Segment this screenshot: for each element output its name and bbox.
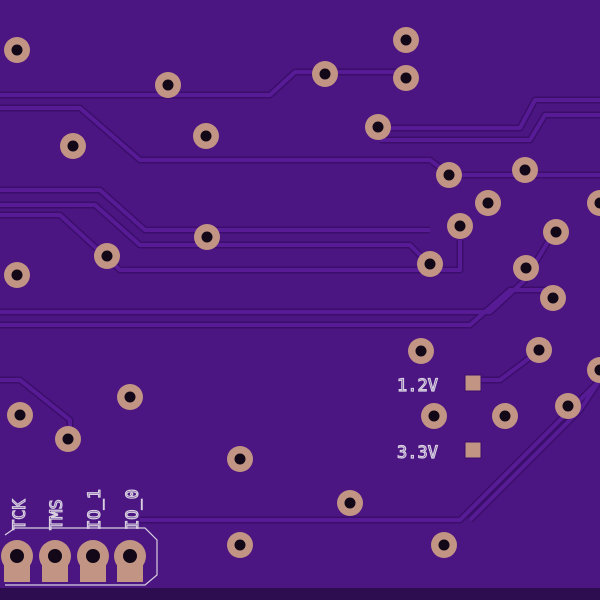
via — [587, 357, 600, 383]
via-hole — [415, 345, 427, 357]
via-hole — [400, 72, 412, 84]
via-hole — [443, 169, 455, 181]
via-hole — [519, 164, 531, 176]
via-hole — [344, 497, 356, 509]
via-hole — [533, 344, 545, 356]
via-hole — [67, 140, 79, 152]
via-hole — [319, 68, 331, 80]
via-hole — [547, 292, 559, 304]
via-hole — [11, 44, 23, 56]
pin-label-io0: IO_0 — [123, 489, 143, 530]
via-hole — [482, 197, 494, 209]
board-edge — [0, 588, 600, 600]
via-hole — [162, 79, 174, 91]
label-3v3: 3.3V — [397, 443, 438, 463]
pin-label-tck: TCK — [10, 499, 30, 530]
pin-label-tms: TMS — [47, 499, 67, 530]
via-hole — [201, 231, 213, 243]
header-hole — [86, 549, 100, 563]
via-hole — [424, 258, 436, 270]
pin-label-io1: IO_1 — [85, 489, 105, 530]
smd-pads — [464, 374, 482, 459]
pad-1v2 — [464, 374, 482, 392]
via-hole — [124, 391, 136, 403]
header-hole — [10, 549, 24, 563]
vias — [4, 27, 600, 558]
via-hole — [200, 130, 212, 142]
via-hole — [550, 226, 562, 238]
via-hole — [594, 197, 600, 209]
via-hole — [428, 410, 440, 422]
via-hole — [400, 34, 412, 46]
header-hole — [48, 549, 62, 563]
via-hole — [499, 410, 511, 422]
via-hole — [594, 364, 600, 376]
via-hole — [234, 539, 246, 551]
pin-labels: TCK TMS IO_1 IO_0 — [9, 488, 143, 530]
via-hole — [62, 433, 74, 445]
header-connector — [1, 540, 146, 582]
via-hole — [101, 250, 113, 262]
via — [587, 190, 600, 216]
via-hole — [234, 453, 246, 465]
header-hole — [123, 549, 137, 563]
pad-3v3 — [464, 441, 482, 459]
via-hole — [520, 262, 532, 274]
via-hole — [11, 269, 23, 281]
via-hole — [372, 121, 384, 133]
label-1v2: 1.2V — [397, 376, 438, 396]
via-hole — [438, 539, 450, 551]
via-hole — [454, 220, 466, 232]
header-outline — [4, 527, 158, 586]
via-hole — [562, 400, 574, 412]
via-hole — [14, 409, 26, 421]
